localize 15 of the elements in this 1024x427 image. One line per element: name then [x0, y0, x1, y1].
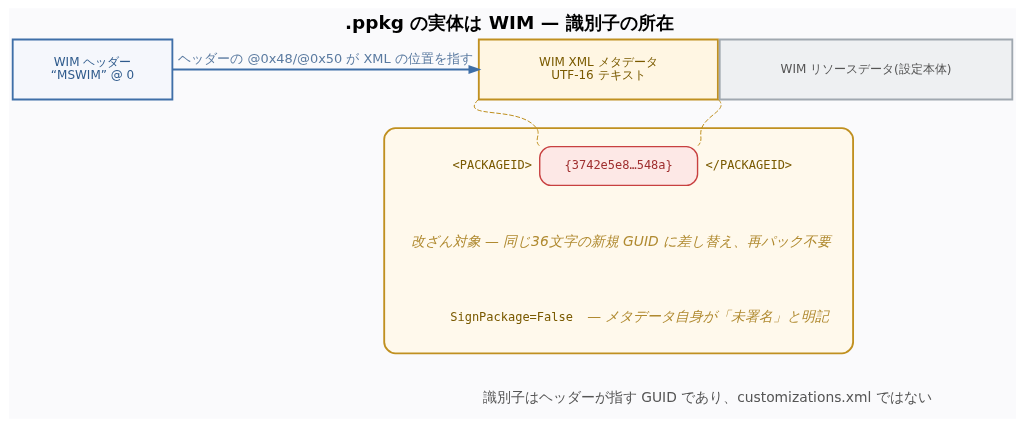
connector [697, 99, 722, 147]
caption: 識別子はヘッダーが指す GUID であり、customizations.xml ではない [482, 388, 932, 405]
label: <PACKAGEID> [452, 158, 532, 173]
node-box: WIM XML メタデータ UTF-16 テキスト [477, 38, 719, 101]
node-box: WIM ヘッダー “MSWIM” @ 0 [11, 38, 173, 101]
cluster [382, 127, 854, 355]
connector [473, 99, 540, 147]
label: SignPackage=False [449, 310, 573, 325]
label: 改ざん対象 — 同じ36文字の新規 GUID に差し替え、再パック不要 [410, 232, 831, 249]
diagram-title: .ppkg の実体は WIM — 識別子の所在 [344, 12, 674, 34]
edge-label: ヘッダーの @0x48/@0x50 が XML の位置を指す [177, 51, 473, 67]
node-box: WIM リソースデータ(設定本体) [718, 38, 1013, 101]
node-box: {3742e5e8…548a} [538, 145, 698, 187]
arrow [170, 64, 481, 75]
label: — メタデータ自身が「未署名」と明記 [586, 307, 829, 324]
